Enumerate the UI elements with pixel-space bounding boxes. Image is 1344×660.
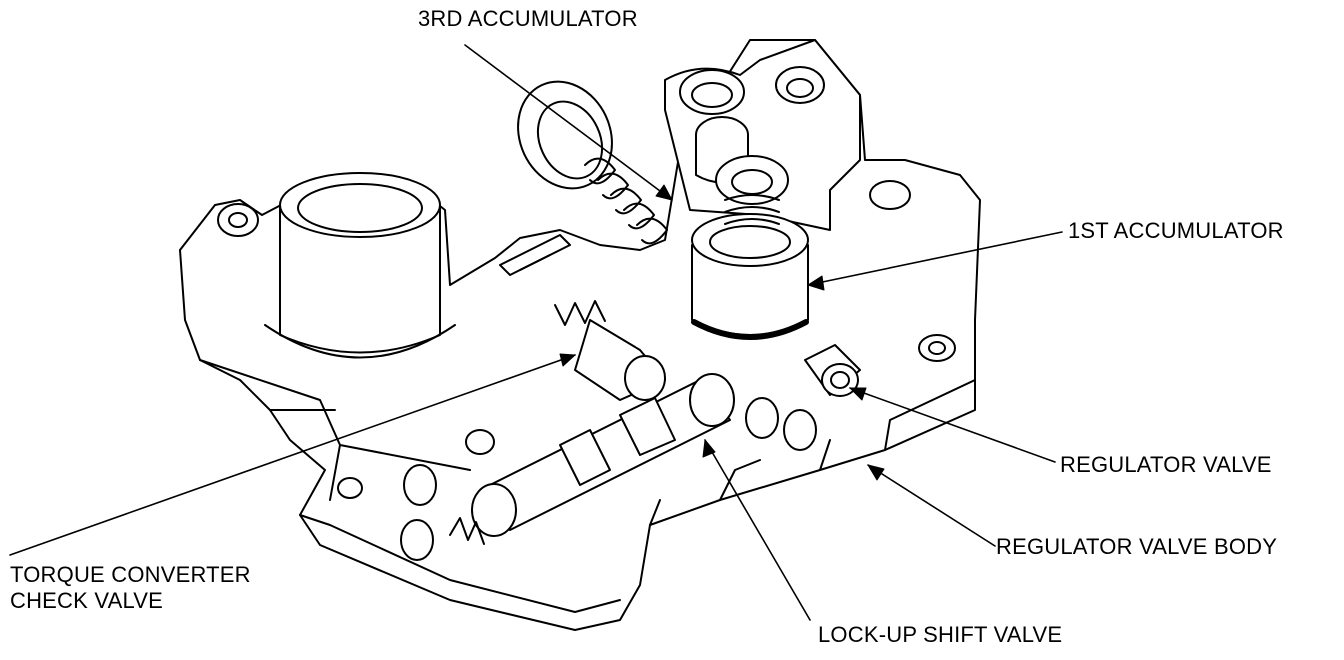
label-third-accumulator: 3RD ACCUMULATOR — [418, 6, 638, 31]
upper-bore-2-inner — [786, 78, 814, 98]
label-lockup-shift-valve: LOCK-UP SHIFT VALVE — [818, 622, 1063, 647]
label-first-accumulator: 1ST ACCUMULATOR — [1068, 218, 1284, 243]
third-accumulator-cap-inner — [536, 100, 604, 180]
arrow-regulator-valve — [849, 387, 867, 401]
first-accumulator-bore — [709, 225, 791, 259]
first-accumulator-ring — [691, 319, 809, 340]
slot-2 — [519, 254, 551, 271]
leader-lockup-shift-valve — [704, 439, 811, 621]
left-port-2 — [400, 519, 434, 561]
spool-end-left — [471, 483, 517, 537]
left-port-3 — [465, 429, 495, 455]
spool-spring — [449, 517, 485, 545]
arrow-first-accumulator — [807, 275, 825, 291]
regulator-valve-end-inner — [830, 371, 850, 389]
leader-third-accumulator — [464, 44, 673, 201]
torque-converter-check-valve — [554, 300, 666, 401]
leader-arrowheads — [559, 184, 885, 481]
leader-first-accumulator — [807, 231, 1063, 286]
left-port-1 — [403, 464, 437, 506]
leader-regulator-valve — [849, 387, 1056, 463]
left-port-4 — [337, 477, 363, 499]
leader-torque-converter — [9, 354, 576, 556]
arrow-third-accumulator — [655, 184, 673, 201]
left-cylinder-base — [264, 324, 456, 359]
body-edge-lines — [199, 359, 471, 501]
body-front-face — [299, 379, 976, 613]
spool-land-1 — [559, 429, 611, 486]
slot-1 — [499, 234, 571, 276]
left-mount-hole — [228, 212, 248, 228]
arrow-regulator-valve-body — [867, 464, 885, 481]
check-valve-spring — [554, 300, 606, 326]
label-torque-converter-line2: CHECK VALVE — [10, 588, 163, 613]
arrow-torque-converter — [559, 353, 576, 367]
upper-bore-1-inner — [691, 82, 733, 108]
check-valve-end — [624, 355, 666, 401]
leader-lines — [9, 44, 1063, 621]
first-accumulator-spring-cap-inner — [731, 169, 773, 195]
label-regulator-valve-body: REGULATOR VALVE BODY — [996, 534, 1278, 559]
lock-up-shift-valve — [449, 373, 735, 545]
label-torque-converter-check-valve: TORQUE CONVERTER CHECK VALVE — [10, 562, 251, 614]
right-mount-boss — [869, 180, 911, 210]
spool-land-2 — [619, 397, 676, 456]
third-accumulator-spring — [584, 157, 668, 245]
leader-regulator-valve-body — [867, 464, 996, 547]
front-port-2 — [783, 409, 817, 451]
first-accumulator-spring — [724, 194, 780, 225]
label-torque-converter-line1: TORQUE CONVERTER — [10, 562, 251, 587]
front-port-1 — [745, 397, 779, 439]
right-bottom-hole — [928, 341, 946, 355]
left-cylinder-bore — [297, 183, 423, 233]
arrow-lockup-shift-valve — [702, 439, 716, 458]
label-regulator-valve: REGULATOR VALVE — [1060, 452, 1272, 477]
spool-end-right — [689, 373, 735, 427]
